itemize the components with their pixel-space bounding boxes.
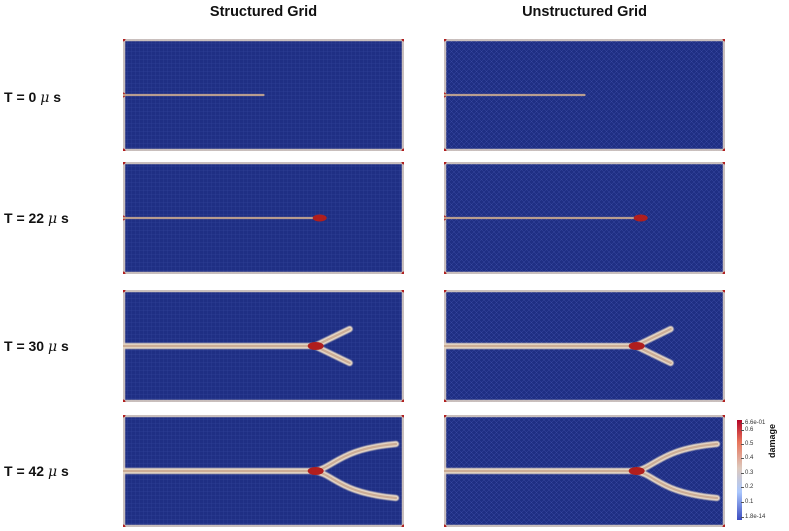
- column-title-unstructured: Unstructured Grid: [522, 4, 647, 20]
- panel-structured-t42: [123, 415, 404, 527]
- crack-tip: [307, 467, 324, 475]
- crack-tip: [628, 342, 645, 350]
- colorbar-tick: 0.1: [740, 499, 754, 505]
- colorbar-tick: 0.6: [740, 427, 754, 433]
- colorbar-tick: 0.3: [740, 470, 754, 476]
- crack-tip: [628, 467, 645, 475]
- panel-unstructured-t22: [444, 162, 725, 274]
- row-label-time-0: T = 0 μ s: [4, 89, 61, 106]
- crack-tip: [633, 214, 648, 222]
- crack-tip: [307, 342, 324, 350]
- row-label-time-22: T = 22 μ s: [4, 210, 69, 227]
- crack-tip: [312, 214, 327, 222]
- panel-structured-t30: [123, 290, 404, 402]
- panel-structured-t0: [123, 39, 404, 151]
- colorbar-title: damage: [767, 423, 777, 458]
- panel-unstructured-t0: [444, 39, 725, 151]
- colorbar-gradient: [737, 420, 742, 520]
- panel-structured-t22: [123, 162, 404, 274]
- colorbar-tick: 0.2: [740, 484, 754, 490]
- colorbar-min-label: 1.8e-14: [740, 514, 766, 520]
- colorbar-max-label: 6.6e-01: [740, 420, 766, 426]
- colorbar-tick: 0.4: [740, 455, 754, 461]
- row-label-time-42: T = 42 μ s: [4, 463, 69, 480]
- row-label-time-30: T = 30 μ s: [4, 338, 69, 355]
- colorbar-tick: 0.5: [740, 441, 754, 447]
- panel-unstructured-t30: [444, 290, 725, 402]
- column-title-structured: Structured Grid: [209, 4, 318, 20]
- panel-unstructured-t42: [444, 415, 725, 527]
